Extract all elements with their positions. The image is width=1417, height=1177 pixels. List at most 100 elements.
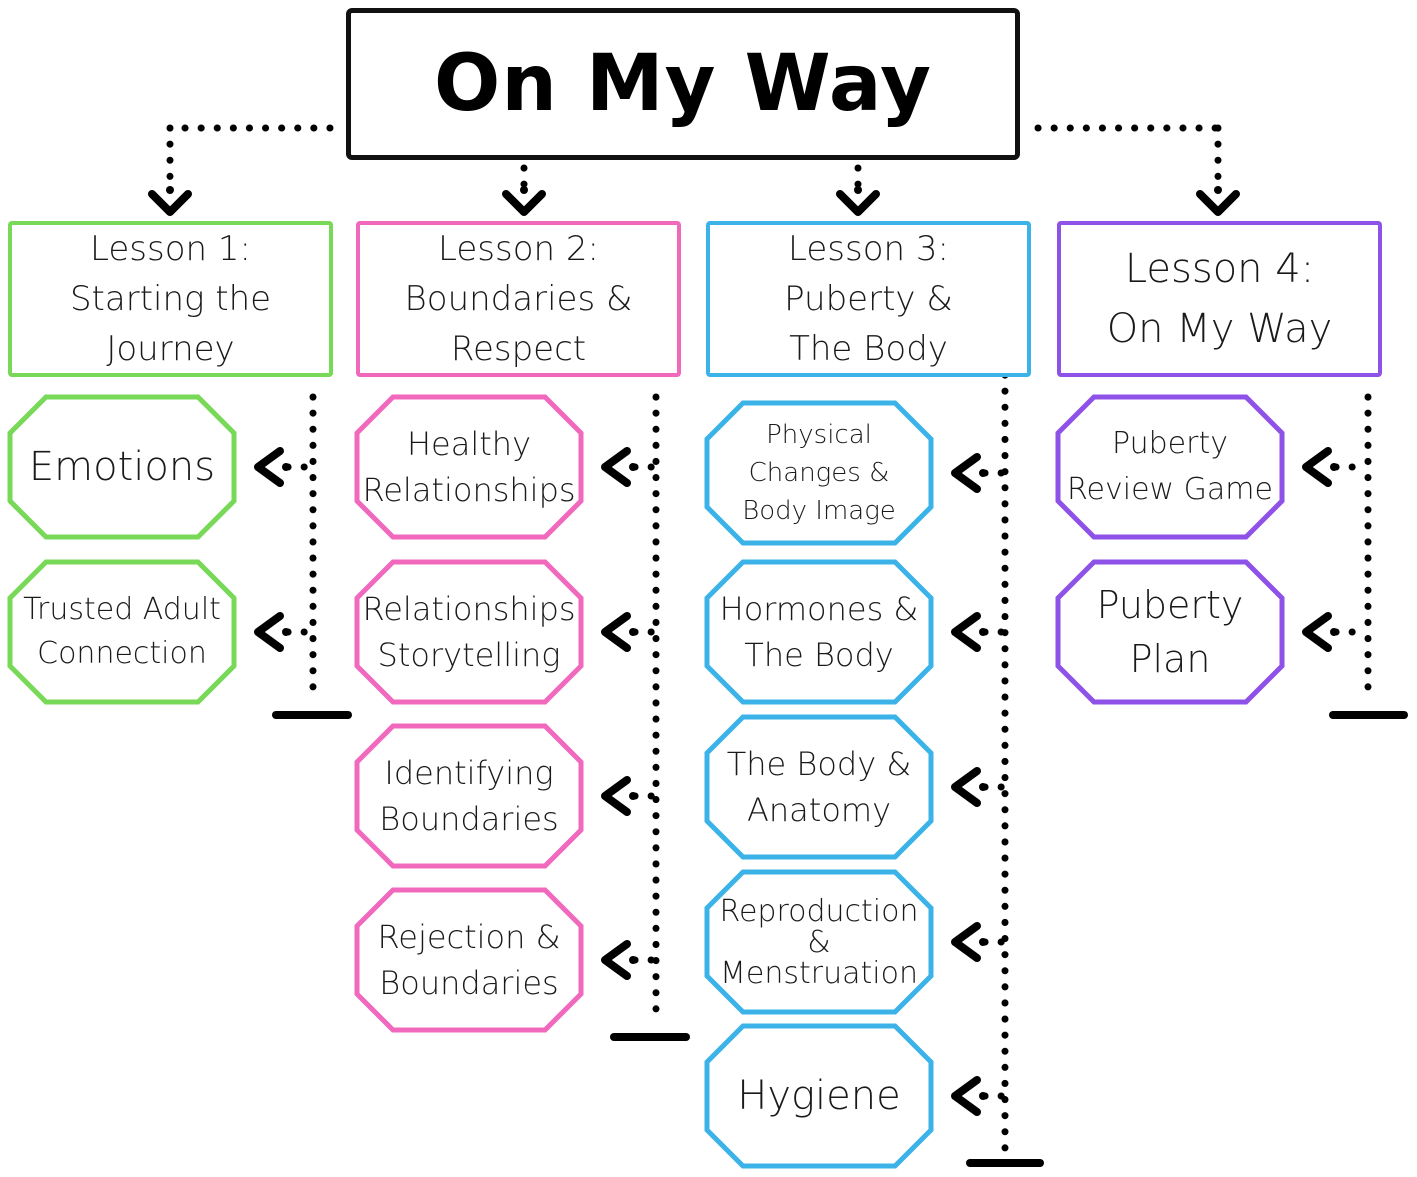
arrowhead-left — [1302, 612, 1332, 652]
topic-line: Healthy — [406, 425, 531, 463]
topic-puberty-review-game: Puberty Review Game — [1058, 397, 1282, 537]
arrow-dot — [1330, 628, 1338, 636]
topic-octagons — [7, 394, 1285, 1169]
topic-line: Rejection & — [377, 918, 561, 956]
topic-line: Boundaries — [379, 964, 559, 1002]
arrowhead-left — [254, 447, 284, 487]
topic-hormones-the-body: Hormones & The Body — [707, 562, 931, 702]
topic-line: Emotions — [28, 444, 216, 490]
arrowhead-down — [1196, 190, 1240, 216]
arrow-dot — [979, 469, 987, 477]
topic-rejection-boundaries: Rejection & Boundaries — [357, 890, 581, 1030]
arrowhead-left — [1302, 447, 1332, 487]
arrowhead-down — [502, 190, 546, 216]
topic-octagon — [354, 559, 584, 705]
lesson-2-title-line-1: Lesson 2: — [438, 229, 599, 269]
topic-octagon — [354, 887, 584, 1033]
topic-line: Reproduction — [719, 893, 919, 929]
arrow-dot — [854, 186, 862, 194]
topic-line: Physical — [766, 420, 872, 450]
arrowhead-left — [601, 940, 631, 980]
topic-line: Identifying — [384, 754, 554, 792]
topic-line: Review Game — [1067, 472, 1273, 507]
arrowhead-left — [951, 453, 981, 493]
arrow-dot — [629, 628, 637, 636]
title-box: On My Way — [346, 8, 1020, 160]
topic-octagon — [704, 714, 934, 860]
topic-octagon — [1055, 559, 1285, 705]
topic-line: The Body — [744, 636, 894, 674]
arrow-dot — [979, 1092, 987, 1100]
lesson-1-title-line-3: Journey — [106, 329, 235, 369]
arrowhead-left — [601, 447, 631, 487]
arrowhead-down — [836, 190, 880, 216]
arrowhead-down — [148, 190, 192, 216]
arrow-dot — [520, 186, 528, 194]
topic-line: Hormones & — [719, 590, 919, 628]
arrow-dot — [166, 186, 174, 194]
topic-physical-changes-body-image: Physical Changes & Body Image — [707, 403, 931, 543]
topic-healthy-relationships: Healthy Relationships — [357, 397, 581, 537]
lesson-3-box: Lesson 3: Puberty & The Body — [706, 221, 1031, 377]
lesson-3-title-line-1: Lesson 3: — [788, 229, 949, 269]
topic-trusted-adult-connection: Trusted Adult Connection — [10, 562, 234, 702]
arrowhead-left — [951, 612, 981, 652]
arrow-dot — [282, 628, 290, 636]
topic-line: Plan — [1129, 637, 1211, 681]
arrow-dot — [629, 792, 637, 800]
topic-octagon — [704, 869, 934, 1015]
topic-octagon — [7, 394, 237, 540]
topic-line: Changes & — [748, 458, 890, 488]
lesson-1-title-line-2: Starting the — [69, 279, 272, 319]
topic-octagon — [7, 559, 237, 705]
topic-line: Relationships — [362, 590, 576, 628]
arrowhead-left — [951, 767, 981, 807]
lesson-4-title-line-1: Lesson 4: — [1124, 246, 1315, 292]
topic-octagon — [354, 394, 584, 540]
topic-relationships-storytelling: Relationships Storytelling — [357, 562, 581, 702]
lesson-4-box: Lesson 4: On My Way — [1057, 221, 1382, 377]
arrowhead-left — [601, 776, 631, 816]
arrowhead-left — [951, 922, 981, 962]
topic-line: & — [807, 924, 831, 960]
topic-reproduction-menstruation: Reproduction & Menstruation — [707, 872, 931, 1012]
lesson-3-title-line-3: The Body — [789, 329, 948, 369]
arrowhead-left — [601, 612, 631, 652]
topic-octagon — [704, 1023, 934, 1169]
topic-puberty-plan: Puberty Plan — [1058, 562, 1282, 702]
lesson-2-box: Lesson 2: Boundaries & Respect — [356, 221, 681, 377]
arrow-dot — [629, 463, 637, 471]
topic-identifying-boundaries: Identifying Boundaries — [357, 726, 581, 866]
topic-line: Anatomy — [746, 791, 891, 829]
topic-line: Relationships — [362, 471, 576, 509]
arrow-dot — [629, 956, 637, 964]
topic-line: Boundaries — [379, 800, 559, 838]
topic-octagon — [704, 400, 934, 546]
topic-line: Storytelling — [377, 636, 561, 674]
arrow-dot — [979, 783, 987, 791]
topic-line: Puberty — [1096, 583, 1244, 627]
connector-lines — [148, 124, 1408, 1167]
arrow-dot — [282, 463, 290, 471]
lesson-2-title-line-3: Respect — [450, 329, 587, 369]
lesson-1-box: Lesson 1: Starting the Journey — [8, 221, 333, 377]
lesson-3-title-line-2: Puberty & — [784, 279, 953, 319]
lesson-2-title-line-2: Boundaries & — [404, 279, 633, 319]
topic-octagon — [704, 559, 934, 705]
topic-octagon — [1055, 394, 1285, 540]
topic-line: Hygiene — [737, 1073, 901, 1119]
arrow-dot — [1330, 463, 1338, 471]
topic-hygiene: Hygiene — [707, 1026, 931, 1166]
topic-line: Menstruation — [720, 955, 918, 991]
arrow-dot — [979, 938, 987, 946]
arrowhead-left — [951, 1076, 981, 1116]
topic-line: Trusted Adult — [23, 592, 221, 627]
topic-line: Puberty — [1112, 426, 1228, 461]
diagram-title: On My Way — [434, 39, 932, 129]
topic-line: Connection — [37, 636, 207, 671]
lesson-4-title-line-2: On My Way — [1106, 306, 1333, 352]
lesson-1-title-line-1: Lesson 1: — [90, 229, 251, 269]
topic-line: Body Image — [742, 496, 896, 526]
